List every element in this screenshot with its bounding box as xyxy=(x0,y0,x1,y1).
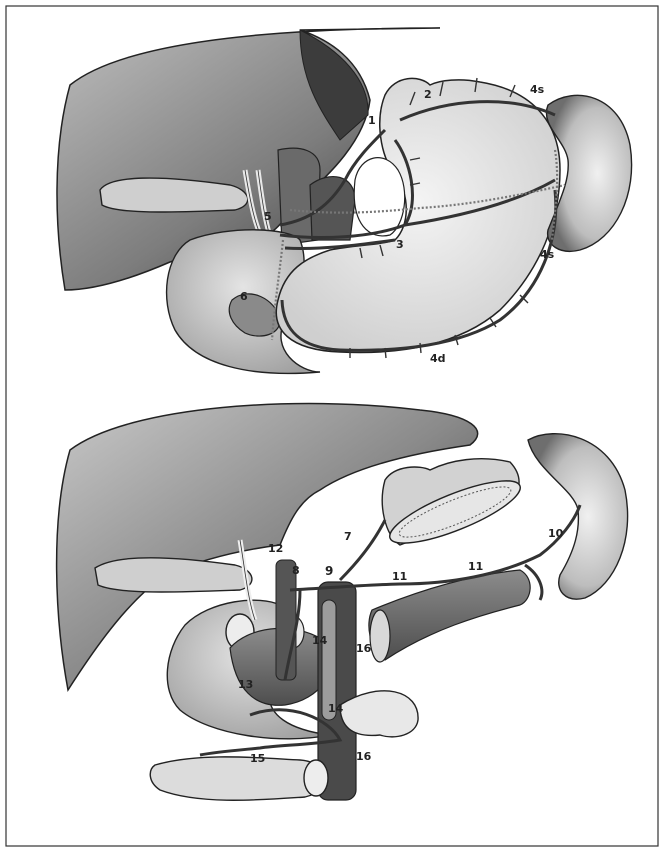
label-6: 6 xyxy=(240,290,248,303)
label-11b: 11 xyxy=(468,560,483,573)
label-2: 2 xyxy=(424,88,432,101)
label-16b: 16 xyxy=(356,750,372,763)
transverse-colon xyxy=(150,757,325,800)
label-13: 13 xyxy=(238,678,253,691)
label-15: 15 xyxy=(250,752,265,765)
label-7: 7 xyxy=(344,530,352,543)
label-10: 10 xyxy=(548,527,564,540)
label-11a: 11 xyxy=(392,570,407,583)
label-4s-top: 4s xyxy=(530,83,545,96)
label-16a: 16 xyxy=(356,642,372,655)
label-1: 1 xyxy=(368,114,376,127)
label-14b: 14 xyxy=(328,702,344,715)
label-9: 9 xyxy=(325,564,333,578)
label-4s-right: 4s xyxy=(540,248,555,261)
label-3: 3 xyxy=(396,238,404,251)
label-4d: 4d xyxy=(430,352,446,365)
label-14a: 14 xyxy=(312,634,328,647)
label-12: 12 xyxy=(268,542,283,555)
label-5: 5 xyxy=(264,210,272,223)
label-8: 8 xyxy=(292,564,300,577)
